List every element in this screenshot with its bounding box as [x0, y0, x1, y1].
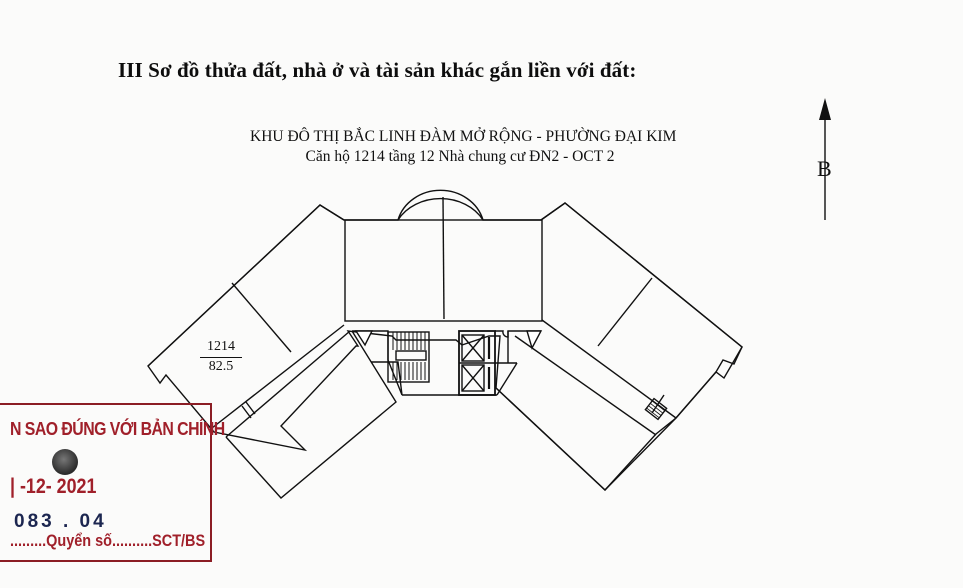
- stamp-registry-number: 083 . 04: [14, 511, 107, 532]
- certified-copy-stamp: N SAO ĐÚNG VỚI BẢN CHÍNH | -12- 2021 083…: [0, 403, 225, 562]
- unit-label: 1214 82.5: [200, 338, 242, 376]
- north-label: B: [817, 156, 832, 181]
- north-arrow-icon: [819, 98, 831, 220]
- plan-title-project: KHU ĐÔ THỊ BẮC LINH ĐÀM MỞ RỘNG - PHƯỜNG…: [250, 128, 677, 145]
- stamp-date: | -12- 2021: [10, 475, 97, 498]
- seal-icon: [52, 449, 78, 475]
- unit-number: 1214: [200, 338, 242, 358]
- stamp-header: N SAO ĐÚNG VỚI BẢN CHÍNH: [10, 419, 225, 439]
- section-title: III Sơ đồ thửa đất, nhà ở và tài sản khá…: [118, 58, 637, 82]
- plan-title-unit: Căn hộ 1214 tầng 12 Nhà chung cư ĐN2 - O…: [305, 148, 615, 165]
- unit-area: 82.5: [208, 359, 234, 374]
- stamp-book-line: .........Quyển số..........SCT/BS: [10, 531, 206, 550]
